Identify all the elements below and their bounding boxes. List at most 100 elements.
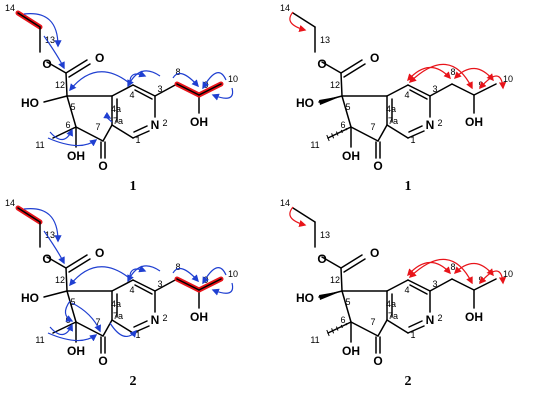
- hmbc-arrow-11-7: [47, 332, 98, 342]
- hmbc-arrow-8-9: [172, 72, 199, 88]
- hmbc-arrow-10-8: [211, 282, 234, 296]
- bond-7-7a: [377, 319, 388, 337]
- atom-number-7: 7: [95, 122, 100, 132]
- bond-5-oh: [43, 290, 68, 298]
- hmbc-arrow-11-6: [49, 323, 73, 336]
- atom-number-10: 10: [503, 74, 513, 84]
- bond-14-13: [17, 207, 41, 223]
- bond-8-9: [176, 278, 200, 291]
- bond-4-3-inner: [134, 89, 153, 100]
- bond-12-5: [65, 72, 68, 97]
- atom-number-6: 6: [65, 120, 70, 130]
- hmbc-arrow-4-5: [69, 71, 129, 92]
- atom-number-13: 13: [45, 230, 55, 240]
- wedge-5-oh: [319, 291, 342, 300]
- bond-12-5: [65, 267, 68, 292]
- atom-number-4: 4: [404, 285, 409, 295]
- bond-12-5: [340, 267, 343, 292]
- hmbc-arrow-10-9: [202, 72, 227, 90]
- hash-6-11: [340, 324, 343, 329]
- atom-number-5: 5: [345, 297, 350, 307]
- bond-12-o-dbl-a: [340, 59, 363, 74]
- atom-number-8: 8: [450, 67, 455, 77]
- carbonyl-oxygen-label: O: [95, 51, 104, 65]
- atom-number-10: 10: [503, 269, 513, 279]
- bond-4-3: [132, 84, 156, 97]
- bond-o-12: [321, 61, 342, 74]
- noesy-arrow-8-10: [453, 67, 494, 82]
- hydroxyl-c9-label: OH: [465, 115, 483, 129]
- noesy-arrow-9-10: [479, 270, 507, 285]
- atom-number-13: 13: [320, 35, 330, 45]
- hmbc-arrow-5-6: [64, 300, 74, 322]
- bond-o-12: [46, 61, 67, 74]
- atom-number-14: 14: [5, 3, 15, 13]
- hmbc-arrow-4-3: [129, 70, 147, 83]
- atom-number-1: 1: [135, 330, 140, 340]
- atom-number-6: 6: [340, 120, 345, 130]
- atom-number-4a: 4a: [111, 104, 121, 114]
- atom-number-5: 5: [70, 102, 75, 112]
- noesy-arrow-4-9: [408, 63, 473, 90]
- hmbc-arrow-13-12: [43, 230, 65, 265]
- atom-number-3: 3: [432, 84, 437, 94]
- atom-number-3: 3: [432, 279, 437, 289]
- bond-4a-4: [386, 279, 409, 292]
- atom-number-7: 7: [370, 122, 375, 132]
- noesy-arrow-14-13: [289, 206, 307, 227]
- bond-6-11: [327, 321, 352, 334]
- noesy-arrow-4-9: [408, 258, 473, 285]
- atom-number-13: 13: [320, 230, 330, 240]
- atom-number-7: 7: [370, 317, 375, 327]
- atom-number-7a: 7a: [113, 116, 123, 126]
- atom-number-11: 11: [310, 140, 319, 150]
- atom-number-7a: 7a: [388, 116, 398, 126]
- atom-number-14: 14: [280, 198, 290, 208]
- bond-1-7a: [111, 319, 134, 334]
- wedge-5-oh: [319, 96, 342, 105]
- atom-number-2: 2: [162, 313, 167, 323]
- atom-number-14: 14: [5, 198, 15, 208]
- atom-number-2: 2: [162, 118, 167, 128]
- atom-number-7a: 7a: [388, 311, 398, 321]
- hash-6-11: [326, 134, 330, 142]
- pyridine-nitrogen-label: N: [426, 313, 435, 327]
- atom-number-1: 1: [410, 330, 415, 340]
- hmbc-arrow-14-13: [23, 208, 62, 243]
- bond-6-11: [327, 126, 352, 139]
- bond-4-3-inner: [134, 284, 153, 295]
- atom-number-7a: 7a: [113, 311, 123, 321]
- bond-n-1-inner: [408, 125, 423, 133]
- atom-number-8: 8: [450, 262, 455, 272]
- ester-oxygen-label: O: [42, 252, 51, 266]
- bond-5-6: [341, 95, 352, 128]
- atom-number-6: 6: [340, 315, 345, 325]
- bond-o-12: [321, 256, 342, 269]
- bond-12-o-dbl-a: [65, 254, 88, 269]
- atom-number-2: 2: [437, 313, 442, 323]
- compound-number-label: 2: [405, 374, 412, 389]
- atom-number-10: 10: [228, 269, 238, 279]
- bond-5-oh: [43, 95, 68, 103]
- bond-n-1: [132, 130, 150, 139]
- carbonyl-oxygen-label: O: [95, 246, 104, 260]
- atom-number-10: 10: [228, 74, 238, 84]
- compound-number-label: 1: [130, 179, 137, 194]
- atom-number-5: 5: [70, 297, 75, 307]
- hash-6-11: [340, 129, 343, 134]
- bond-1-7a: [386, 319, 409, 334]
- bond-3-8: [154, 83, 178, 97]
- hash-6-11: [331, 328, 335, 334]
- bond-12-o-dbl-a: [340, 254, 363, 269]
- hydroxyl-c5-label: HO: [296, 291, 314, 305]
- bond-6-7: [75, 126, 104, 142]
- bond-n-1-inner: [408, 320, 423, 328]
- hydroxyl-c6-label: OH: [67, 149, 85, 163]
- bond-3-8: [154, 278, 178, 292]
- hydroxyl-c9-label: OH: [190, 310, 208, 324]
- atom-number-4a: 4a: [386, 104, 396, 114]
- ester-oxygen-label: O: [317, 57, 326, 71]
